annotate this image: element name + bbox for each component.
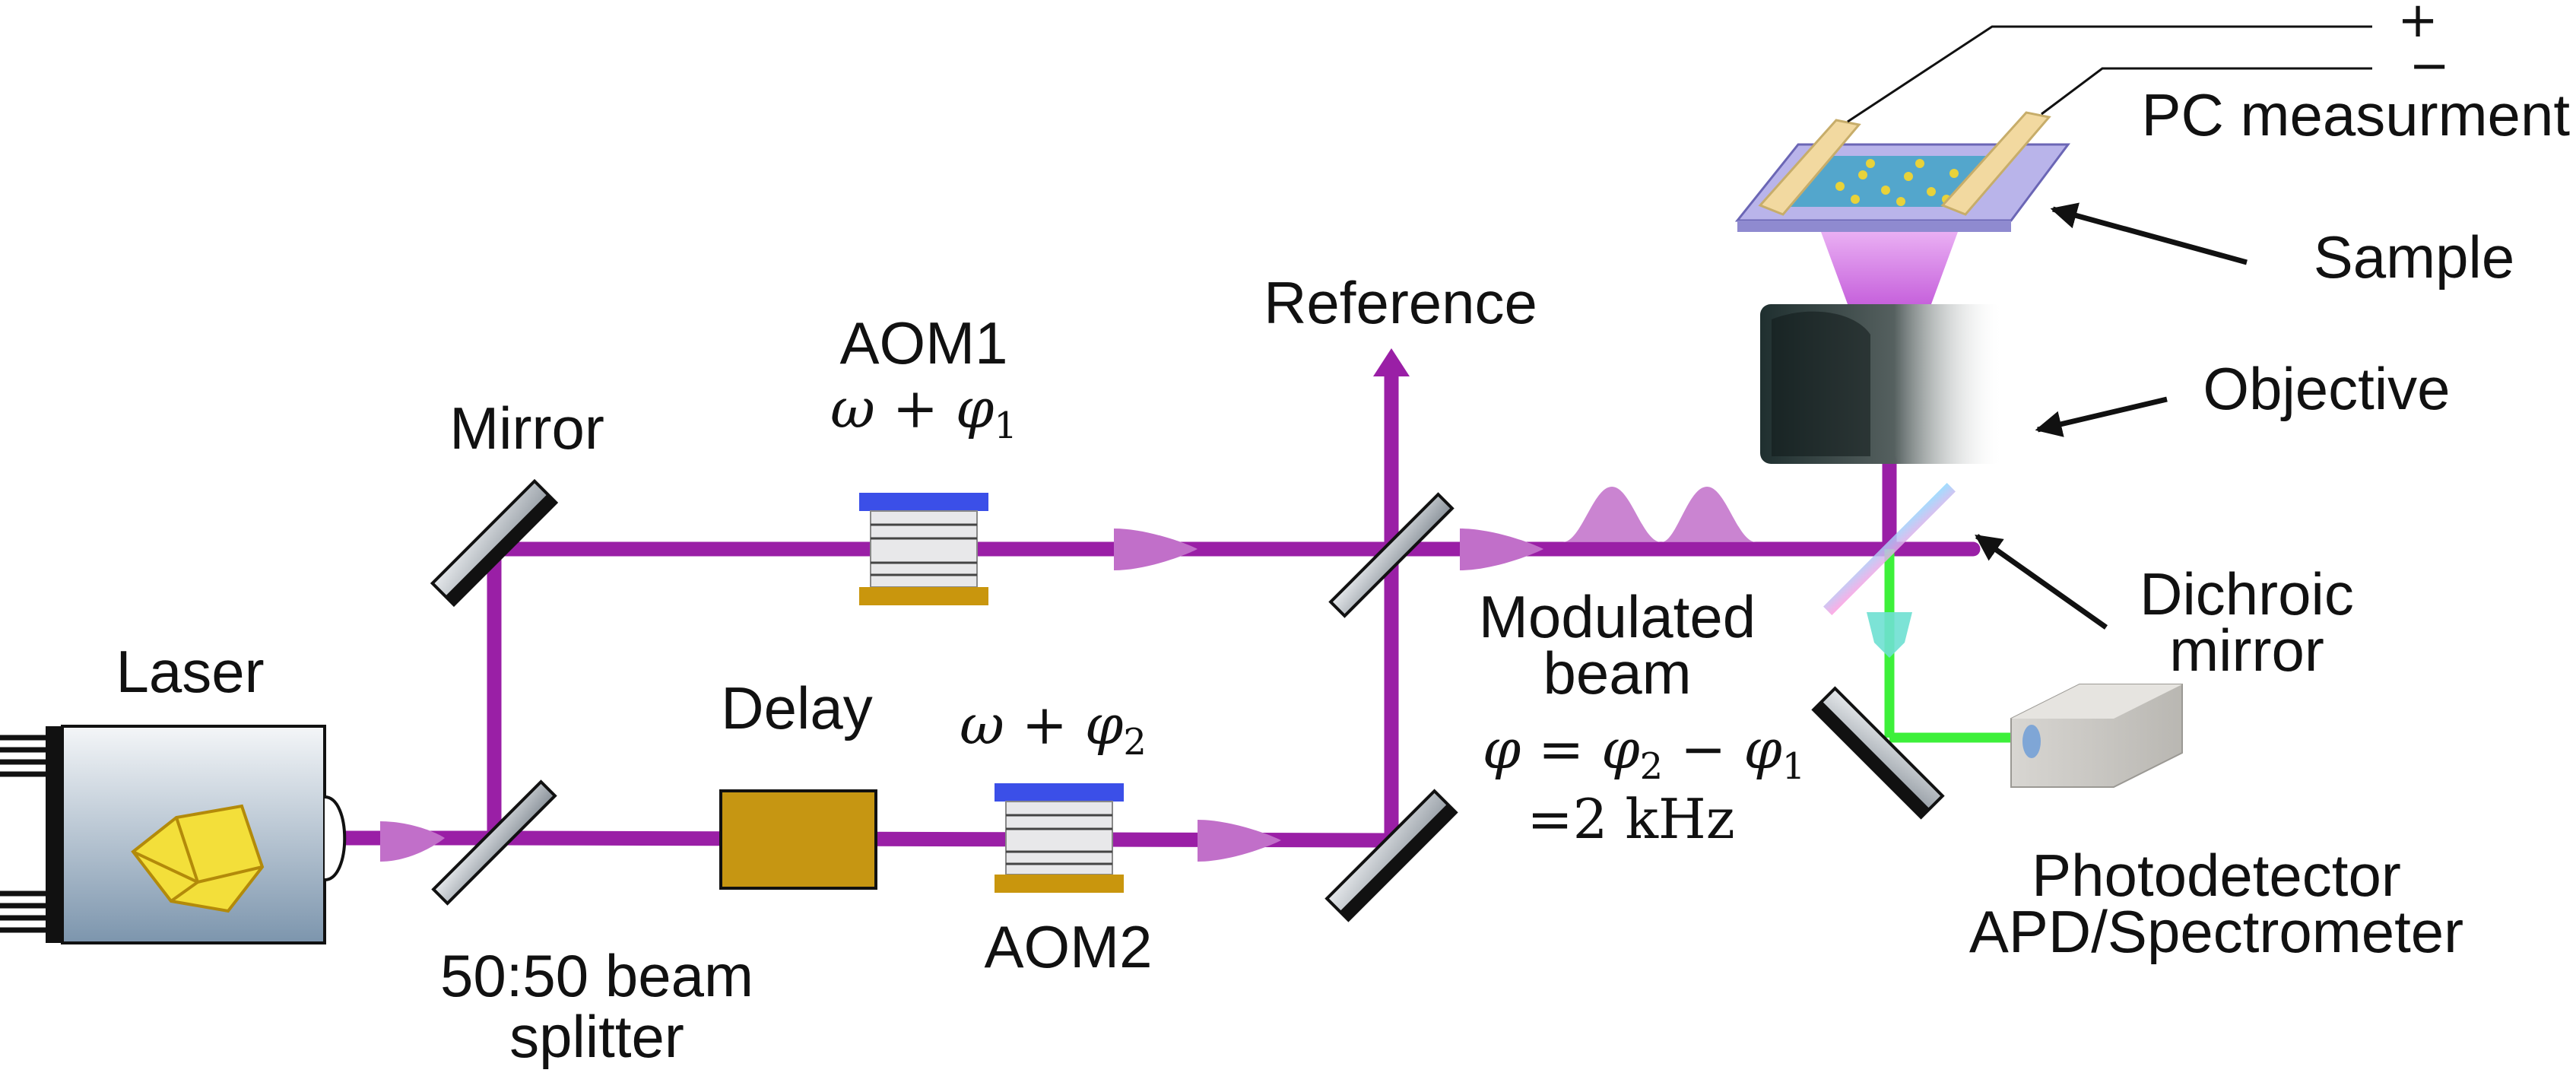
aom2 (995, 783, 1124, 893)
pc-measurement-leads (1847, 25, 2372, 123)
labels: Laser Mirror 50:50 beam splitter Delay A… (116, 0, 2570, 1070)
sample-electrode-left (1758, 119, 1861, 216)
laser-head (0, 725, 347, 944)
photodetector-label-line1: Photodetector (2032, 842, 2401, 909)
aom1-label: AOM1 (839, 310, 1007, 376)
plus-terminal-label: + (2397, 0, 2438, 49)
mirror-detection (1811, 686, 1945, 820)
modulated-beam-label-line1: Modulated (1479, 583, 1756, 650)
beam-splitter-right (1328, 492, 1455, 618)
aom2-top-electrode (995, 783, 1124, 802)
pc-measurement-label: PC measurment (2141, 81, 2570, 148)
laser-cooling-fins (0, 735, 47, 933)
sample-lattice (1835, 159, 1974, 206)
reference-arrowhead (1373, 348, 1410, 376)
aom1-bottom-electrode (859, 587, 988, 605)
photodetector-aperture (2022, 725, 2041, 758)
delay-label: Delay (721, 675, 872, 741)
photodetector (2010, 684, 2183, 788)
phase-difference-label: φ = φ2 − φ1 (1483, 717, 1806, 788)
aom2-crystal (1005, 801, 1113, 875)
modulated-beam-label-line2: beam (1543, 640, 1691, 706)
reference-label: Reference (1264, 269, 1537, 336)
sample-device (1734, 111, 2070, 232)
laser-back-plate (46, 726, 64, 943)
aom2-label: AOM2 (984, 913, 1152, 980)
dichroic-arrow (1975, 534, 2108, 630)
sample-arrow (2050, 202, 2248, 265)
beam-lenses (380, 529, 1543, 862)
laser-label: Laser (116, 638, 264, 705)
objective-lens (1760, 304, 2003, 464)
aom1 (859, 493, 988, 605)
sample-electrode-right (1940, 111, 2051, 216)
sample-2d-material (1772, 156, 2007, 207)
detection-lens (1867, 612, 1912, 658)
mirror-upper-left (430, 478, 559, 608)
splitter-label-line1: 50:50 beam (440, 942, 753, 1009)
objective-label: Objective (2203, 355, 2450, 422)
objective-arrow (2035, 396, 2168, 437)
splitter-label-line2: splitter (509, 1003, 684, 1070)
sample-substrate-edge (1737, 221, 2011, 232)
modulation-frequency-label: =2 kHz (1527, 787, 1734, 851)
dichroic-label-line2: mirror (2169, 617, 2324, 684)
annotation-arrows (1975, 202, 2248, 630)
beam-splitter-left (431, 779, 557, 906)
minus-terminal-label: − (2409, 38, 2450, 94)
aom1-frequency-label: ω + φ1 (830, 376, 1017, 447)
laser-crystal (131, 804, 265, 913)
dichroic-mirror (1823, 483, 1956, 615)
laser-aperture (324, 795, 347, 881)
mirror-label: Mirror (449, 395, 604, 462)
dichroic-label-line1: Dichroic (2140, 560, 2354, 627)
aom1-top-electrode (859, 493, 988, 511)
mirror-lower-right (1324, 789, 1458, 922)
excitation-cone (1821, 232, 1958, 304)
delay-stage (719, 789, 877, 890)
modulated-pulses (1562, 487, 1756, 542)
aom2-frequency-label: ω + φ2 (960, 693, 1147, 763)
sample-label: Sample (2314, 224, 2514, 290)
photodetector-label-line2: APD/Spectrometer (1969, 898, 2463, 965)
aom2-bottom-electrode (995, 875, 1124, 893)
